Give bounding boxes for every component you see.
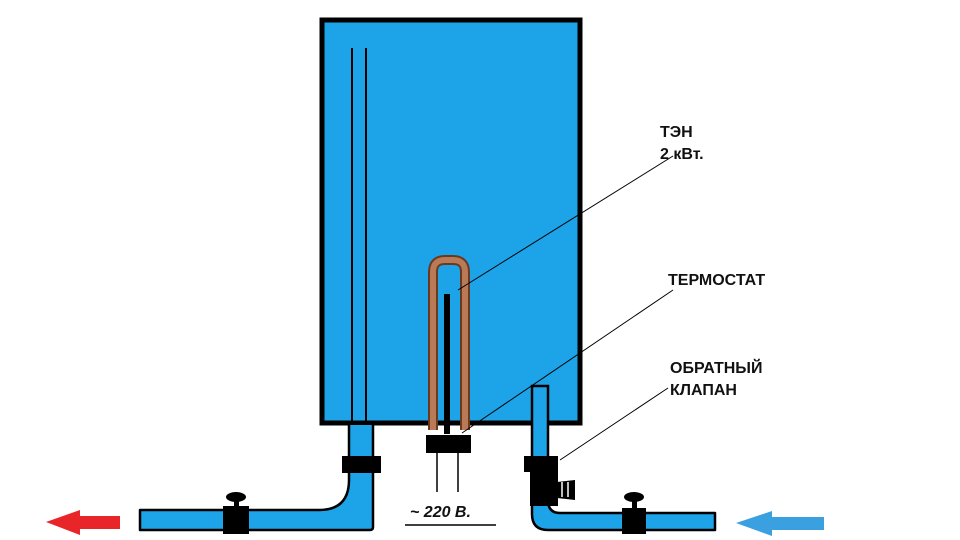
- heater-flange: [426, 435, 471, 453]
- cold-water-inlet-pipe: [530, 384, 550, 460]
- hot-side-valve-icon: [223, 492, 249, 534]
- outlet-coupling: [342, 456, 381, 473]
- voltage-label: ~ 220 В.: [410, 504, 471, 521]
- electrical-terminals: [436, 453, 459, 492]
- cold-water-feed-pipe: [530, 490, 717, 532]
- heater-leader-line: [457, 155, 674, 291]
- thermostat-rod-icon: [444, 294, 450, 434]
- hot-water-outlet-pipe: [138, 425, 375, 532]
- thermostat-leader-line: [461, 289, 674, 434]
- heater-label: ТЭН 2 кВт.: [660, 122, 704, 166]
- check-valve-icon: [524, 456, 575, 506]
- cold-water-arrow-icon: [736, 511, 824, 536]
- hot-water-intake-pipe: [351, 48, 367, 423]
- water-tank: [319, 17, 583, 426]
- check-valve-label: ОБРАТНЫЙ КЛАПАН: [670, 358, 762, 402]
- check-valve-label-line2: КЛАПАН: [670, 382, 737, 399]
- cold-side-valve-icon: [622, 492, 646, 534]
- check-valve-leader-line: [559, 387, 669, 461]
- heater-label-line1: ТЭН: [660, 124, 693, 141]
- hot-water-arrow-icon: [46, 510, 120, 535]
- check-valve-label-line1: ОБРАТНЫЙ: [670, 360, 763, 377]
- thermostat-label: ТЕРМОСТАТ: [668, 272, 766, 289]
- heater-label-line2: 2 кВт.: [660, 146, 704, 163]
